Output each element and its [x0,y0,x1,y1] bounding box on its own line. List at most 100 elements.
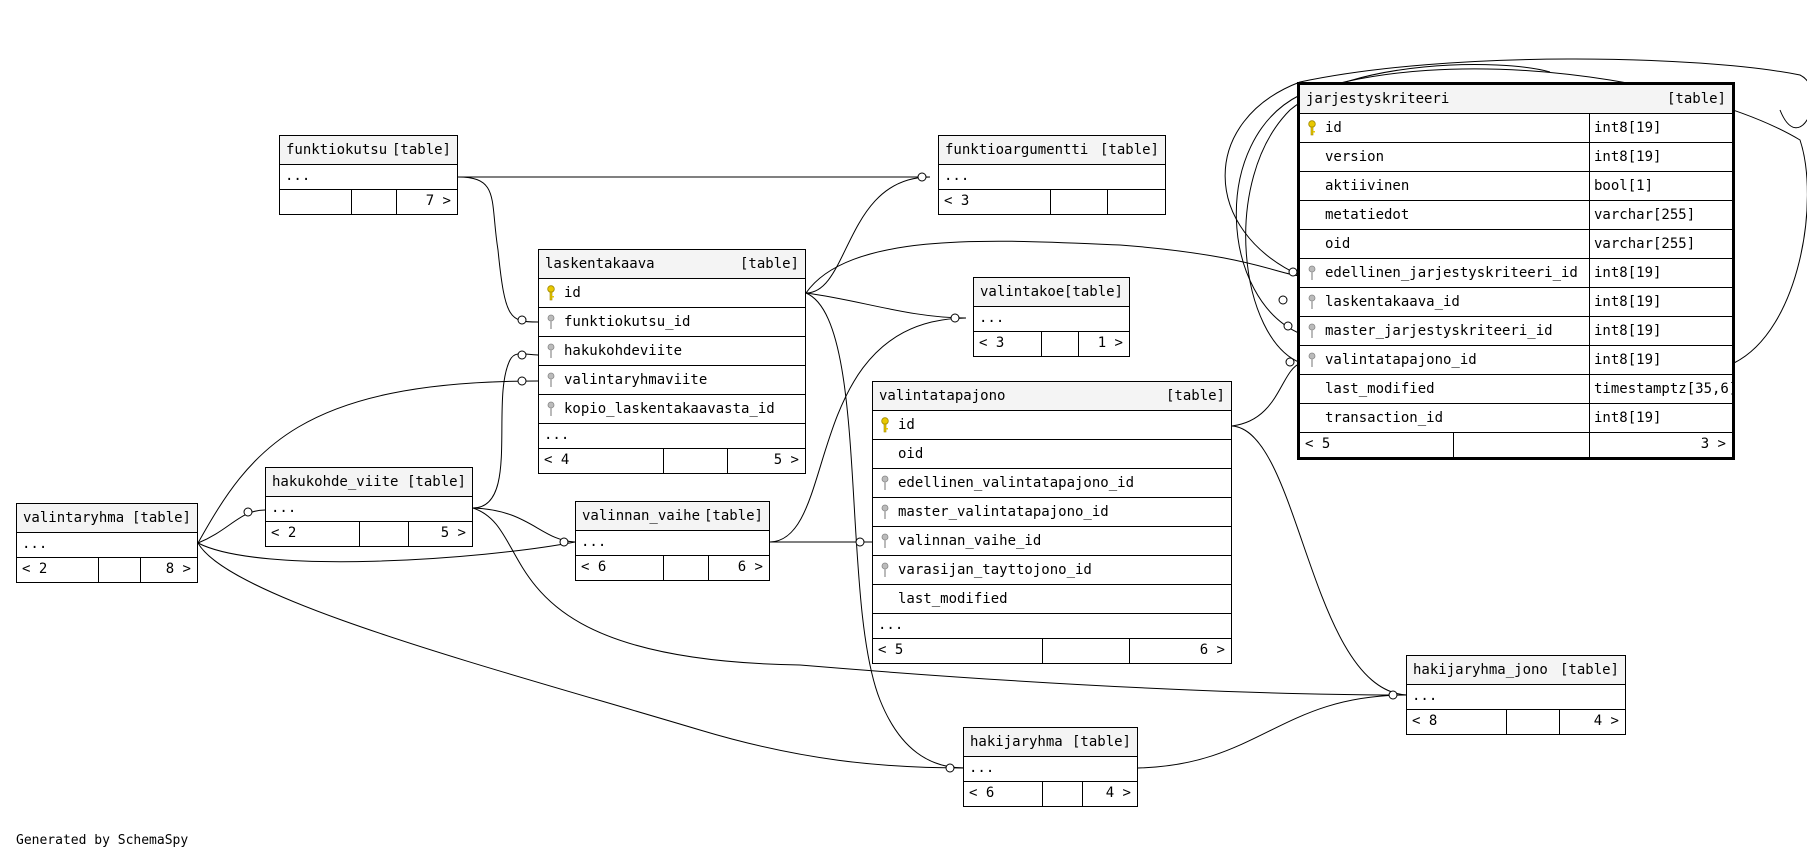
crowfoot-marker [945,763,955,773]
parents-count[interactable]: < 3 [979,335,1005,351]
gray-key-icon [547,314,555,329]
gray-key-icon [881,533,889,548]
parents-count[interactable]: < 5 [1305,436,1331,452]
crowfoot-marker [1278,295,1288,305]
column-row[interactable]: hakukohdeviite [539,337,805,366]
column-type: timestamptz[35,6] [1594,381,1738,397]
parents-count[interactable]: < 6 [969,785,995,801]
column-row[interactable]: version int8[19] [1300,143,1732,172]
edge-laskentakaava-valintakoe [805,292,967,319]
table-type: [table] [1071,734,1131,750]
column-name: version [1325,149,1385,165]
parents-count[interactable]: < 4 [544,452,570,468]
column-name: funktiokutsu_id [564,314,691,330]
column-row[interactable]: edellinen_valintatapajono_id [873,469,1231,498]
crowfoot-marker [1285,357,1295,367]
children-count[interactable]: 6 > [737,559,763,575]
gold-key-icon [1308,120,1316,136]
edge-valintaryhma-valinnan-vaihe [197,541,576,563]
children-count[interactable]: 3 > [1700,436,1726,452]
table-hakijaryhma[interactable]: hakijaryhma [table] ... < 6 4 > [963,727,1138,807]
more-columns: ... [266,497,472,522]
children-count[interactable]: 8 > [165,561,191,577]
column-row[interactable]: aktiivinen bool[1] [1300,172,1732,201]
column-name: oid [898,446,924,462]
column-row[interactable]: laskentakaava_id int8[19] [1300,288,1732,317]
column-row[interactable]: valintatapajono_id int8[19] [1300,346,1732,375]
column-row[interactable]: transaction_id int8[19] [1300,404,1732,433]
children-count[interactable]: 4 > [1105,785,1131,801]
table-footer: < 3 1 > [974,332,1129,356]
column-row[interactable]: last_modified timestamptz[35,6] [1300,375,1737,404]
column-row[interactable]: master_jarjestyskriteeri_id int8[19] [1300,317,1732,346]
table-valintaryhma[interactable]: valintaryhma [table] ... < 2 8 > [16,503,198,583]
parents-count[interactable]: < 5 [878,642,904,658]
gold-key-icon [881,417,889,433]
column-name: last_modified [1325,381,1435,397]
gray-key-icon [881,475,889,490]
column-row[interactable]: edellinen_jarjestyskriteeri_id int8[19] [1300,259,1732,288]
table-valintakoe[interactable]: valintakoe [table] ... < 3 1 > [973,277,1130,357]
column-row[interactable]: funktiokutsu_id [539,308,805,337]
children-count[interactable]: 5 > [440,525,466,541]
gold-key-icon [547,285,555,301]
table-header: hakijaryhma [table] [964,728,1137,757]
children-count[interactable]: 7 > [425,193,451,209]
parents-count[interactable]: < 3 [944,193,970,209]
crowfoot-marker [559,537,569,547]
column-row[interactable]: metatiedot varchar[255] [1300,201,1732,230]
children-count[interactable]: 4 > [1593,713,1619,729]
table-footer: < 5 6 > [873,639,1231,663]
column-row[interactable]: oid [873,440,1231,469]
column-type: int8[19] [1594,410,1662,426]
parents-count[interactable]: < 2 [271,525,297,541]
column-row[interactable]: id [539,279,805,308]
column-type: int8[19] [1594,265,1662,281]
column-row[interactable]: id [873,411,1231,440]
edge-valintaryhma-laskentakaava [197,380,539,544]
edge-hakijaryhma-hakijaryhma-jono [1137,694,1408,769]
table-footer: < 5 3 > [1300,433,1732,457]
column-row[interactable]: last_modified [873,585,1231,614]
table-type: [table] [131,510,191,526]
gray-key-icon [1308,352,1316,367]
gray-key-icon [547,401,555,416]
edge-valinnan-vaihe-valintakoe [769,317,967,543]
column-type: int8[19] [1594,323,1662,339]
crowfoot-marker [517,350,527,360]
gray-key-icon [1308,294,1316,309]
edge-funktiokutsu-laskentakaava [457,176,539,323]
edge-hakukohde-viite-hakijaryhma-jono [472,507,1408,696]
table-jarjestyskriteeri[interactable]: jarjestyskriteeri [table] id int8[19] ve… [1297,82,1737,460]
column-row[interactable]: master_valintatapajono_id [873,498,1231,527]
crowfoot-marker [1288,267,1298,277]
column-name: laskentakaava_id [1325,294,1460,310]
column-row[interactable]: kopio_laskentakaavasta_id [539,395,805,424]
table-type: [table] [1666,91,1726,107]
column-row[interactable]: oid varchar[255] [1300,230,1732,259]
more-columns: ... [974,307,1129,332]
column-row[interactable]: valinnan_vaihe_id [873,527,1231,556]
table-footer: < 4 5 > [539,449,805,473]
column-name: master_valintatapajono_id [898,504,1109,520]
table-type: [table] [391,142,451,158]
column-row[interactable]: valintaryhmaviite [539,366,805,395]
table-laskentakaava[interactable]: laskentakaava [table] id funktiokutsu_id… [538,249,806,474]
parents-count[interactable]: < 8 [1412,713,1438,729]
column-row[interactable]: id int8[19] [1300,114,1732,143]
table-footer: < 3 [939,190,1165,214]
table-valinnan-vaihe[interactable]: valinnan_vaihe [table] ... < 6 6 > [575,501,770,581]
children-count[interactable]: 6 > [1199,642,1225,658]
children-count[interactable]: 1 > [1097,335,1123,351]
table-hakukohde-viite[interactable]: hakukohde_viite [table] ... < 2 5 > [265,467,473,547]
table-hakijaryhma-jono[interactable]: hakijaryhma_jono [table] ... < 8 4 > [1406,655,1626,735]
table-funktiokutsu[interactable]: funktiokutsu [table] ... 7 > [279,135,458,215]
table-funktioargumentti[interactable]: funktioargumentti [table] ... < 3 [938,135,1166,215]
table-valintatapajono[interactable]: valintatapajono [table] id oid edellinen… [872,381,1232,664]
parents-count[interactable]: < 2 [22,561,48,577]
column-row[interactable]: varasijan_tayttojono_id [873,556,1231,585]
children-count[interactable]: 5 > [773,452,799,468]
parents-count[interactable]: < 6 [581,559,607,575]
edge-hakukohde-viite-laskentakaava [472,353,539,509]
more-columns: ... [964,757,1137,782]
